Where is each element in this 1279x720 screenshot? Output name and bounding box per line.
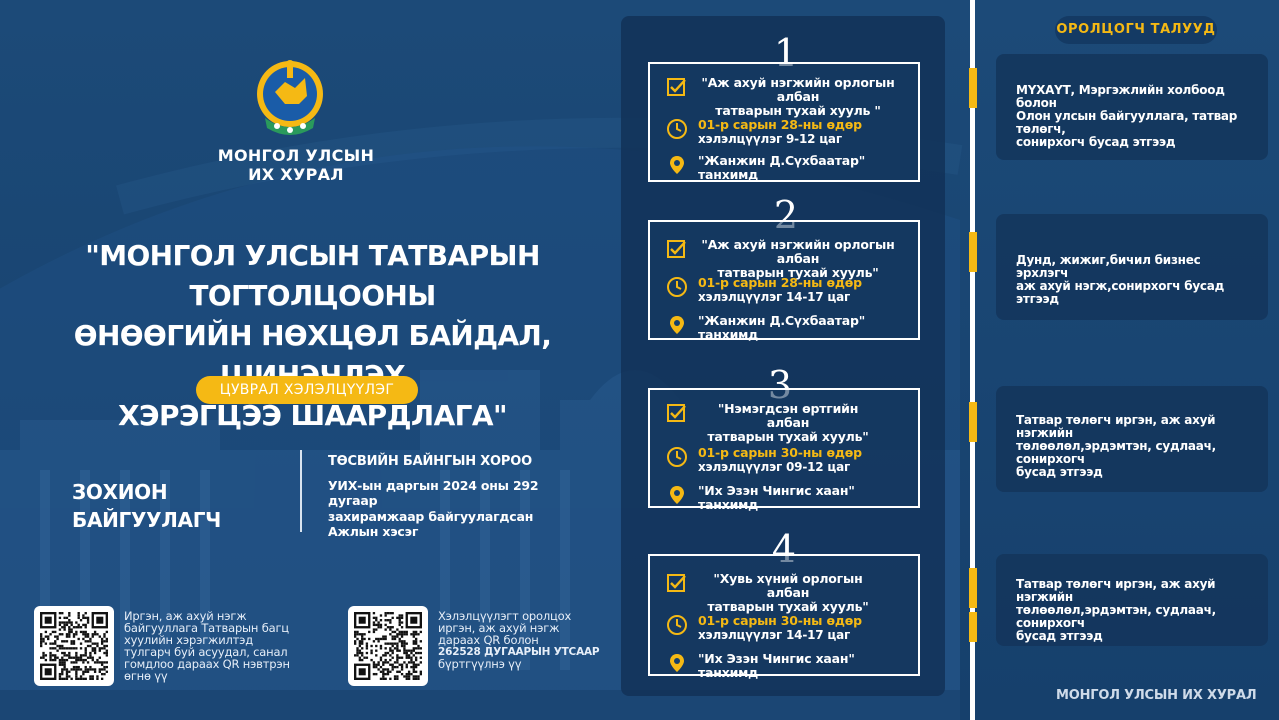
session-card-1: "Аж ахуй нэгжийн орлогын албан татварын …	[648, 62, 920, 182]
qr-registration-line: иргэн, аж ахуй нэгж	[438, 621, 560, 635]
checkbox-icon	[666, 76, 688, 98]
session-law-line2: татварын тухай хууль"	[707, 429, 869, 444]
session-hours: хэлэлцүүлэг 14-17 цаг	[698, 290, 851, 304]
qr-code-icon	[354, 612, 422, 680]
location-pin-icon	[666, 154, 688, 176]
participant-line: төлөөлөл,эрдэмтэн, судлаач, сонирхогч	[1016, 439, 1216, 466]
session-law-line2: татварын тухай хууль"	[707, 599, 869, 614]
qr-feedback-line: тулгарч буй асуудал, санал	[124, 645, 288, 659]
participant-box-3: Татвар төлөгч иргэн, аж ахуй нэгжийн төл…	[996, 386, 1268, 492]
participant-line: МҮХАҮТ, Мэргэжлийн холбоод болон	[1016, 83, 1225, 110]
session-hours: хэлэлцүүлэг 14-17 цаг	[698, 628, 851, 642]
participant-line: сонирхогч бусад этгээд	[1016, 135, 1176, 149]
qr-registration-line: Хэлэлцүүлэгт оролцох	[438, 609, 572, 623]
state-emblem	[255, 52, 325, 140]
location-pin-icon	[666, 484, 688, 506]
organizer-divider	[300, 450, 302, 532]
qr-feedback-line: байгууллага Татварын багц	[124, 621, 289, 635]
organizer-info: ТӨСВИЙН БАЙНГЫН ХОРОО УИХ-ын даргын 2024…	[328, 454, 588, 540]
participant-line: төлөөлөл,эрдэмтэн, судлаач, сонирхогч	[1016, 603, 1216, 630]
session-hall: "Их Эзэн Чингис хаан" танхимд	[698, 651, 855, 680]
participants-title: ОРОЛЦОГЧ ТАЛУУД	[1055, 16, 1217, 44]
session-hall: "Жанжин Д.Сүхбаатар" танхимд	[698, 153, 866, 182]
participant-box-4: Татвар төлөгч иргэн, аж ахуй нэгжийн төл…	[996, 554, 1268, 646]
org-title: МОНГОЛ УЛСЫН ИХ ХУРАЛ	[200, 146, 392, 184]
participant-line: бусад этгээд	[1016, 629, 1103, 643]
organizer-desc-line2: захирамжаар байгуулагдсан	[328, 508, 534, 524]
location-pin-icon	[666, 314, 688, 336]
session-law-line1: "Аж ахуй нэгжийн орлогын албан	[701, 237, 895, 266]
participant-line: Дунд, жижиг,бичил бизнес эрхлэгч	[1016, 253, 1201, 280]
session-hours: хэлэлцүүлэг 09-12 цаг	[698, 460, 851, 474]
location-pin-icon	[666, 652, 688, 674]
session-hours: хэлэлцүүлэг 9-12 цаг	[698, 132, 842, 146]
session-law-line1: "Нэмэгдсэн өртгийн албан	[717, 401, 859, 430]
participant-line: Татвар төлөгч иргэн, аж ахуй нэгжийн	[1016, 413, 1216, 440]
session-date: 01-р сарын 30-ны өдөр	[698, 613, 862, 628]
session-law-line2: татварын тухай хууль"	[717, 265, 879, 280]
session-law-line2: татварын тухай хууль "	[715, 103, 881, 118]
qr-registration-line: 262528 ДУГААРЫН УТСААР	[438, 646, 600, 658]
clock-icon	[666, 276, 688, 298]
event-title-line2: ӨНӨӨГИЙН НӨХЦӨЛ БАЙДАЛ, ШИНЭЧЛЭХ	[73, 319, 552, 392]
qr-feedback-line: гомдлоо дараах QR нэвтрэн	[124, 657, 290, 671]
session-law-line1: "Аж ахуй нэгжийн орлогын албан	[701, 75, 895, 104]
participant-line: Татвар төлөгч иргэн, аж ахуй нэгжийн	[1016, 577, 1216, 604]
session-card-2: "Аж ахуй нэгжийн орлогын албан татварын …	[648, 220, 920, 342]
checkbox-icon	[666, 572, 688, 594]
qr-registration-line: бүртгүүлнэ үү	[438, 657, 522, 671]
event-title-line1: "МОНГОЛ УЛСЫН ТАТВАРЫН ТОГТОЛЦООНЫ	[85, 239, 540, 312]
session-hall: "Жанжин Д.Сүхбаатар" танхимд	[698, 313, 866, 342]
participant-line: Олон улсын байгууллага, татвар төлөгч,	[1016, 109, 1238, 136]
checkbox-icon	[666, 238, 688, 260]
session-date: 01-р сарын 28-ны өдөр	[698, 117, 862, 132]
qr-feedback-line: хуулийн хэрэгжилтэд	[124, 633, 254, 647]
event-title-line3: ХЭРЭГЦЭЭ ШААРДЛАГА"	[118, 399, 507, 432]
session-card-3: "Нэмэгдсэн өртгийн албан татварын тухай …	[648, 388, 920, 512]
org-title-line1: МОНГОЛ УЛСЫН	[217, 146, 375, 165]
qr-registration-text: Хэлэлцүүлэгт оролцох иргэн, аж ахуй нэгж…	[438, 610, 608, 670]
organizer-committee: ТӨСВИЙН БАЙНГЫН ХОРОО	[328, 454, 532, 469]
qr-feedback-line: Иргэн, аж ахуй нэгж	[124, 609, 247, 623]
checkbox-icon	[666, 402, 688, 424]
event-title: "МОНГОЛ УЛСЫН ТАТВАРЫН ТОГТОЛЦООНЫ ӨНӨӨГ…	[40, 236, 585, 436]
org-title-line2: ИХ ХУРАЛ	[248, 165, 344, 184]
session-card-4: "Хувь хүний орлогын албан татварын тухай…	[648, 554, 920, 680]
session-law-line1: "Хувь хүний орлогын албан	[713, 571, 863, 600]
qr-code-registration[interactable]	[348, 606, 428, 686]
qr-code-feedback[interactable]	[34, 606, 114, 686]
qr-feedback-text: Иргэн, аж ахуй нэгж байгууллага Татварын…	[124, 610, 324, 682]
clock-icon	[666, 118, 688, 140]
qr-feedback-line: өгнө үү	[124, 669, 168, 683]
series-badge: ЦУВРАЛ ХЭЛЭЛЦҮҮЛЭГ	[196, 376, 418, 404]
participant-box-2: Дунд, жижиг,бичил бизнес эрхлэгч аж ахуй…	[996, 214, 1268, 320]
organizer-desc-line3: Ажлын хэсэг	[328, 524, 419, 539]
clock-icon	[666, 446, 688, 468]
qr-code-icon	[40, 612, 108, 680]
clock-icon	[666, 614, 688, 636]
session-date: 01-р сарын 28-ны өдөр	[698, 275, 862, 290]
participant-box-1: МҮХАҮТ, Мэргэжлийн холбоод болон Олон ул…	[996, 54, 1268, 160]
participant-line: аж ахуй нэгж,сонирхогч бусад этгээд	[1016, 279, 1225, 306]
footer-org-name: МОНГОЛ УЛСЫН ИХ ХУРАЛ	[1056, 688, 1257, 703]
session-date: 01-р сарын 30-ны өдөр	[698, 445, 862, 460]
participant-line: бусад этгээд	[1016, 465, 1103, 479]
road-divider	[969, 0, 977, 720]
organizer-label: ЗОХИОН БАЙГУУЛАГЧ	[72, 480, 222, 532]
organizer-desc-line1: УИХ-ын даргын 2024 оны 292 дугаар	[328, 477, 539, 509]
qr-registration-line: дараах QR болон	[438, 633, 539, 647]
session-hall: "Их Эзэн Чингис хаан" танхимд	[698, 483, 855, 512]
